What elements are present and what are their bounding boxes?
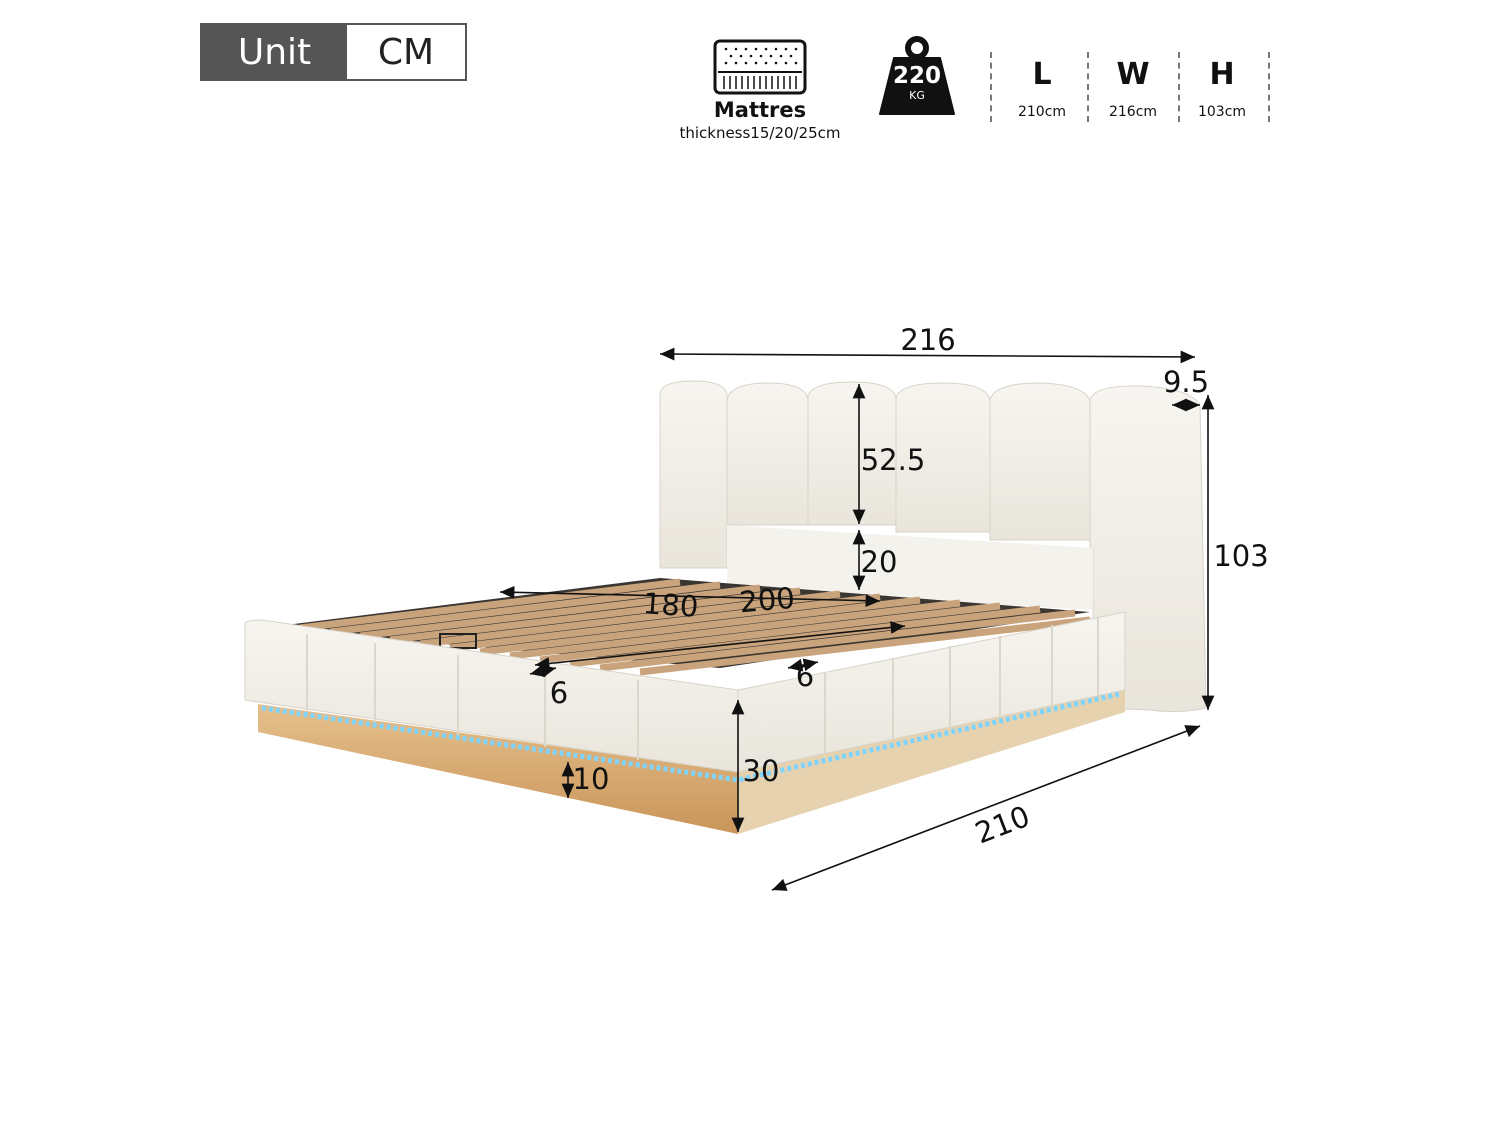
total-height-label: 103 bbox=[1213, 539, 1268, 573]
dimension-lines bbox=[499, 347, 1215, 891]
headboard-gap-label: 20 bbox=[861, 545, 898, 579]
weight-capacity: 220 KG bbox=[878, 36, 956, 116]
dimension-height: H 103cm bbox=[1177, 50, 1267, 120]
weight-value: 220 bbox=[892, 63, 941, 89]
width-value: 216cm bbox=[1108, 104, 1158, 120]
lift-handle-icon bbox=[439, 633, 477, 649]
weight-unit: KG bbox=[909, 89, 925, 102]
slat-width-label: 180 bbox=[642, 586, 700, 624]
slat-length-label: 200 bbox=[738, 581, 796, 620]
length-total-label: 210 bbox=[970, 799, 1034, 851]
height-letter: H bbox=[1209, 57, 1235, 92]
weight-icon bbox=[879, 36, 955, 115]
dimension-width: W 216cm bbox=[1088, 50, 1178, 120]
base-height-label: 10 bbox=[573, 762, 610, 796]
height-value: 103cm bbox=[1197, 104, 1247, 120]
separator bbox=[1178, 52, 1180, 122]
headboard-depth-label: 9.5 bbox=[1163, 365, 1209, 399]
side-rail-right-label: 6 bbox=[796, 659, 814, 693]
width-total-label: 216 bbox=[900, 323, 955, 357]
mattress-spec: Mattres thickness15/20/25cm bbox=[660, 38, 860, 142]
width-letter: W bbox=[1116, 57, 1150, 92]
separator bbox=[1087, 52, 1089, 122]
headboard-panel-height-label: 52.5 bbox=[861, 443, 926, 477]
dimension-length: L 210cm bbox=[997, 50, 1087, 120]
unit-label: Unit bbox=[202, 25, 347, 79]
side-rail-left-label: 6 bbox=[550, 676, 568, 710]
separator bbox=[1268, 52, 1270, 122]
length-value: 210cm bbox=[1017, 104, 1067, 120]
length-letter: L bbox=[1032, 57, 1052, 92]
unit-value: CM bbox=[377, 31, 435, 73]
mattress-icon bbox=[713, 39, 807, 95]
frame-height-label: 30 bbox=[743, 754, 780, 788]
mattress-title: Mattres bbox=[713, 98, 807, 122]
unit-selector: Unit CM bbox=[200, 23, 467, 81]
mattress-thickness: thickness15/20/25cm bbox=[679, 124, 841, 142]
separator bbox=[990, 52, 992, 122]
